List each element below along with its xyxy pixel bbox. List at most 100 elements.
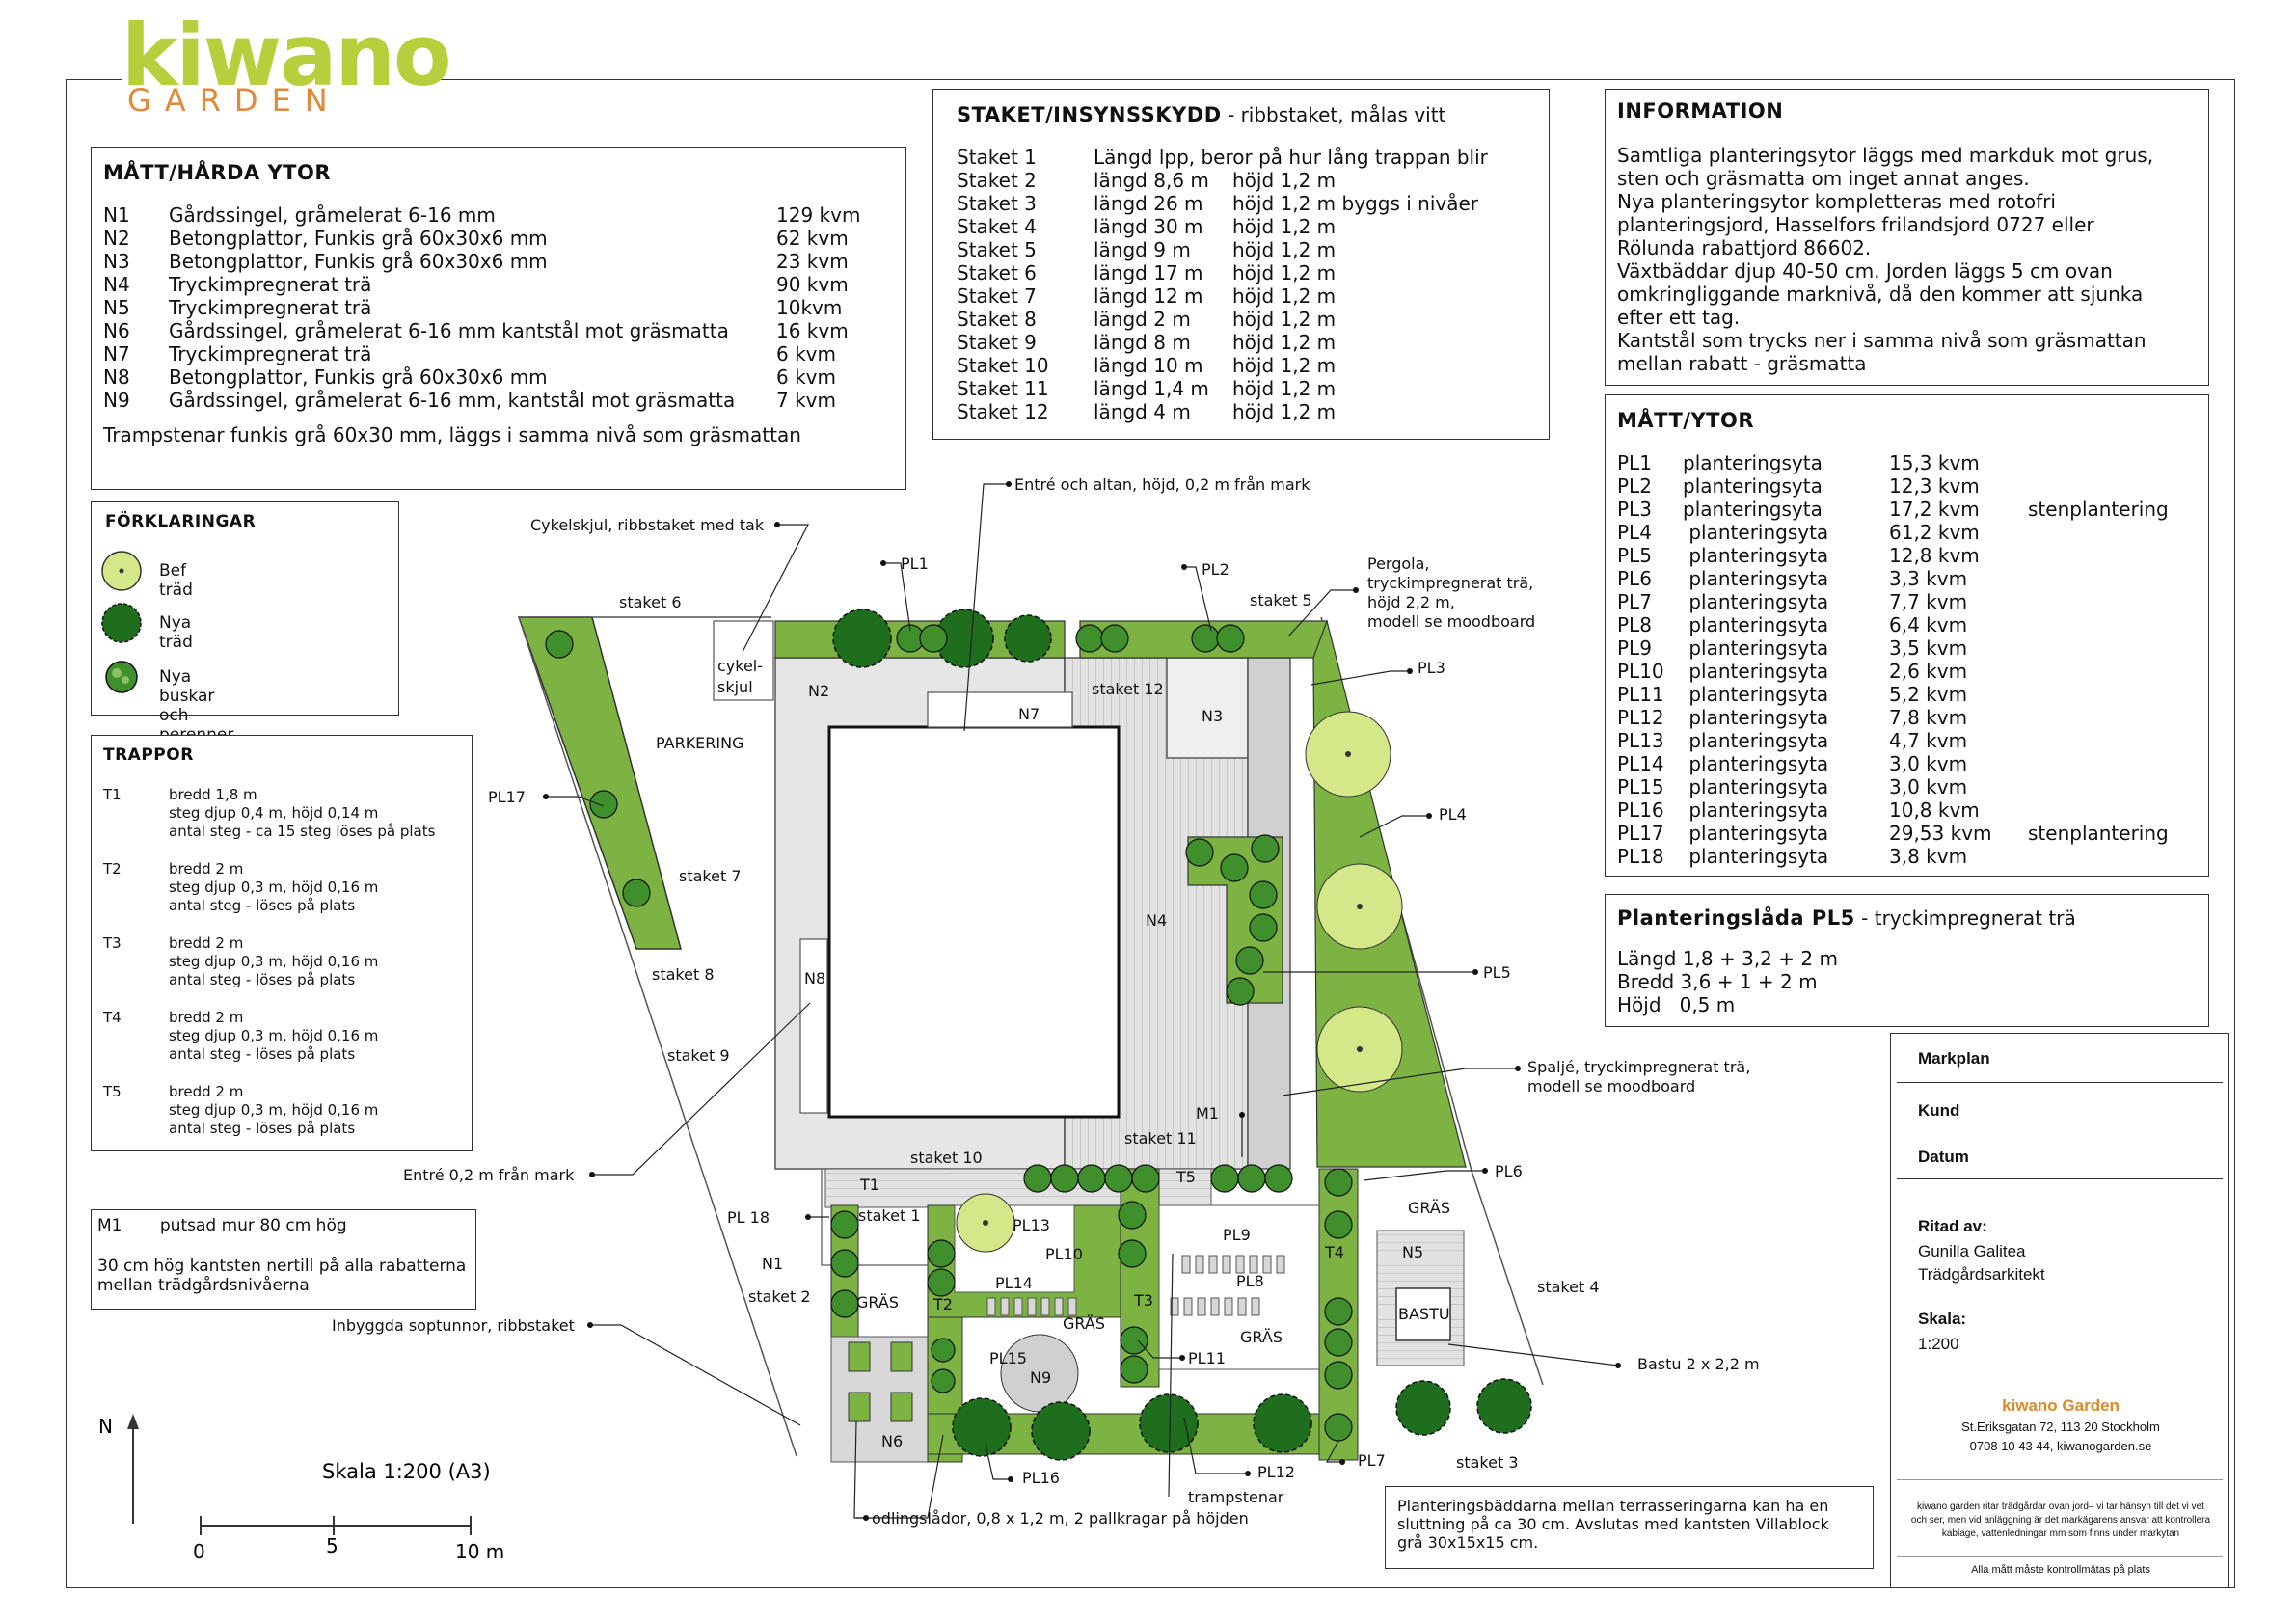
information-line: planteringsjord, Hasselfors frilandsjord… — [1617, 213, 2094, 236]
planter-box-4 — [890, 1392, 913, 1422]
title-divider-1 — [1897, 1082, 2223, 1083]
stair-code: T3 — [103, 934, 122, 952]
existing-tree-icon — [101, 551, 142, 591]
lawn-3 — [1158, 1204, 1322, 1370]
label-entre: Entré 0,2 m från mark — [403, 1166, 575, 1184]
title-divider-2 — [1897, 1178, 2223, 1179]
information-line: omkringliggande marknivå, då den kommer … — [1617, 283, 2144, 306]
stair-detail-line: bredd 2 m — [169, 1083, 244, 1100]
plant-area-size: 2,6 kvm — [1889, 660, 1968, 683]
plant-area-note — [2028, 660, 2169, 683]
plant-area-desc: planteringsyta — [1683, 660, 1829, 683]
wall-note-code: M1 — [97, 1216, 122, 1235]
planter-box-2 — [890, 1341, 913, 1372]
hard-surface-code: N2 — [103, 227, 130, 250]
hard-surface-area: 7 kvm — [776, 389, 836, 412]
hard-surface-area: 10kvm — [776, 296, 843, 319]
north-label: N — [98, 1415, 113, 1438]
plant-area-note — [2028, 544, 2169, 567]
fences-subtitle: - ribbstaket, målas vitt — [1221, 103, 1446, 126]
information-line: Kantstål som trycks ner i samma nivå som… — [1617, 329, 2147, 352]
label-pl12: PL12 — [1257, 1463, 1295, 1481]
plant-areas-title: MÅTT/YTOR — [1617, 409, 1755, 432]
title-address: St.Eriksgatan 72, 113 20 Stockholm — [1961, 1420, 2160, 1434]
information-line: efter ett tag. — [1617, 306, 1741, 329]
fence-height: höjd 1,2 m — [1232, 331, 1337, 354]
stair-code: T4 — [103, 1009, 122, 1026]
plan-labels: staket 6 staket 5 staket 7 staket 8 stak… — [332, 475, 1760, 1528]
fence-name: Staket 12 — [957, 400, 1049, 423]
shrubs — [545, 624, 1353, 1442]
plant-area-size: 12,3 kvm — [1889, 474, 1980, 498]
plant-area-note: stenplantering — [2028, 498, 2169, 521]
plant-area-size: 61,2 kvm — [1889, 521, 1980, 544]
label-cykelskjul: Cykelskjul, ribbstaket med tak — [530, 516, 765, 534]
label-parkering: PARKERING — [656, 734, 744, 752]
garden-plan: staket 6 staket 5 staket 7 staket 8 stak… — [332, 475, 1760, 1528]
hard-surface-code: N3 — [103, 250, 130, 273]
plant-area-desc: planteringsyta — [1683, 729, 1829, 752]
stair-code: T2 — [103, 860, 122, 878]
label-pl13: PL13 — [1013, 1216, 1050, 1234]
plant-area-note — [2028, 775, 2169, 798]
plant-area-note — [2028, 798, 2169, 822]
plant-area-desc: planteringsyta — [1683, 590, 1829, 613]
fence-length: längd 8,6 m — [1094, 169, 1209, 192]
hard-surface-code: N1 — [103, 203, 130, 227]
plant-area-code: PL3 — [1617, 498, 1652, 521]
plant-area-note — [2028, 706, 2169, 729]
label-staket1: staket 1 — [858, 1206, 921, 1225]
bike-shed — [713, 620, 774, 701]
fence-height: höjd 1,2 m — [1232, 308, 1337, 331]
fence-length: längd 10 m — [1094, 354, 1203, 377]
terrace-note-line-2: sluttning på ca 30 cm. Avslutas med kant… — [1397, 1515, 1829, 1533]
label-spalje-2: modell se moodboard — [1527, 1077, 1695, 1096]
plant-area-code: PL17 — [1617, 822, 1664, 845]
plant-area-note — [2028, 752, 2169, 775]
information-line: sten och gräsmatta om inget annat anges. — [1617, 167, 2030, 190]
stair-detail-line: antal steg - löses på plats — [169, 1045, 356, 1063]
label-pl9: PL9 — [1223, 1226, 1251, 1244]
fence-name: Staket 7 — [957, 284, 1037, 308]
plant-area-desc: planteringsyta — [1683, 752, 1829, 775]
label-t4: T4 — [1324, 1243, 1344, 1261]
pl5-line: Bredd 3,6 + 1 + 2 m — [1617, 970, 1818, 993]
hard-surface-code: N4 — [103, 273, 130, 296]
fence-height: höjd 1,2 m — [1232, 261, 1337, 284]
pl5-box: Planteringslåda PL5 - tryckimpregnerat t… — [1605, 894, 2209, 1027]
label-gras-2: GRÄS — [1063, 1314, 1105, 1333]
new-trees — [832, 609, 1532, 1461]
wall-note-desc: putsad mur 80 cm hög — [159, 1216, 347, 1235]
plant-area-size: 15,3 kvm — [1889, 451, 1980, 474]
information-line: Växtbäddar djup 40-50 cm. Jorden läggs 5… — [1617, 259, 2113, 283]
scale-tick-label-5: 5 — [326, 1534, 338, 1557]
bed-pl10 — [1120, 1168, 1160, 1388]
label-t1: T1 — [859, 1176, 879, 1194]
hard-surface-area: 129 kvm — [776, 203, 861, 227]
pl5-heading: Planteringslåda PL5 - tryckimpregnerat t… — [1617, 906, 2197, 930]
label-pl7: PL7 — [1358, 1451, 1386, 1470]
fence-height: höjd 1,2 m — [1232, 400, 1337, 423]
plant-area-desc: planteringsyta — [1683, 521, 1829, 544]
fence-length: Längd lpp, beror på hur lång trappan bli… — [1094, 146, 1488, 169]
plant-area-code: PL5 — [1617, 544, 1652, 567]
pl5-line: Höjd 0,5 m — [1617, 993, 1736, 1016]
fence-length: längd 26 m — [1094, 192, 1203, 215]
fence-length: längd 30 m — [1094, 215, 1203, 238]
stair-detail-line: steg djup 0,3 m, höjd 0,16 m — [169, 953, 379, 970]
stair-detail-line: antal steg - löses på plats — [169, 897, 356, 914]
plant-area-code: PL16 — [1617, 798, 1664, 822]
